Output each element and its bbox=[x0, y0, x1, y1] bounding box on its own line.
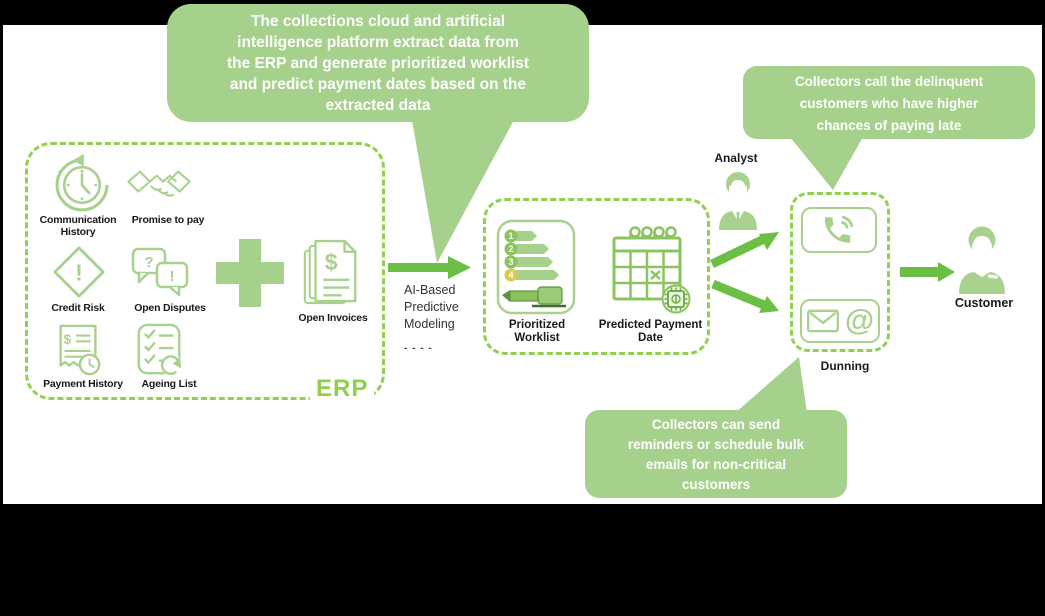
bubble-tail-right bbox=[790, 137, 863, 190]
payment-date-label: Predicted Payment Date bbox=[598, 319, 703, 344]
bubble-tail-bottom bbox=[735, 357, 807, 413]
erp-item-label: Ageing List bbox=[141, 378, 197, 390]
dunning-label: Dunning bbox=[820, 359, 870, 373]
callout-line: intelligence platform extract data from bbox=[237, 34, 519, 51]
erp-item-label: Promise to pay bbox=[131, 214, 205, 226]
erp-box-label: ERP bbox=[310, 375, 375, 403]
customer-label: Customer bbox=[954, 296, 1014, 310]
alert-diamond-icon: ! bbox=[53, 246, 105, 298]
phone-icon bbox=[824, 215, 854, 243]
erp-source-box: Communication History Promise to pay ! C… bbox=[25, 142, 385, 403]
dispute-question-glyph: ? bbox=[144, 254, 153, 271]
receipt-clock-icon: $ bbox=[59, 324, 101, 376]
callout-collectors-email: Collectors can send reminders or schedul… bbox=[585, 410, 847, 498]
phone-channel-button bbox=[801, 207, 877, 253]
ai-modeling-label: AI-Based Predictive Modeling bbox=[404, 282, 479, 333]
rank-number: 1 bbox=[508, 231, 513, 241]
clock-history-icon bbox=[55, 153, 109, 212]
callout-line: emails for non-critical bbox=[645, 457, 787, 472]
erp-item-label: Communication History bbox=[39, 214, 117, 238]
callout-line: extracted data bbox=[325, 97, 431, 114]
platform-output-box: 1 2 3 4 Prioritized Worklist bbox=[483, 198, 710, 355]
receipt-dollar-glyph: $ bbox=[64, 332, 72, 347]
invoice-dollar-glyph: $ bbox=[325, 249, 338, 275]
envelope-icon bbox=[806, 309, 839, 333]
dispute-exclaim-glyph: ! bbox=[170, 268, 175, 285]
worklist-label: Prioritized Worklist bbox=[508, 319, 566, 344]
callout-line: reminders or schedule bulk bbox=[627, 437, 805, 452]
ai-modeling-line: Modeling bbox=[404, 317, 455, 331]
callout-line: customers bbox=[681, 477, 751, 492]
rank-number: 4 bbox=[508, 270, 513, 280]
callout-collectors-call: Collectors call the delinquent customers… bbox=[743, 66, 1035, 139]
email-channel-button: @ bbox=[800, 299, 880, 343]
erp-to-platform-arrow bbox=[388, 256, 471, 279]
callout-line: Collectors call the delinquent bbox=[794, 74, 984, 89]
callout-line: customers who have higher bbox=[799, 96, 979, 111]
bubble-tail-top bbox=[412, 120, 514, 263]
predicted-payment-date-icon bbox=[612, 226, 691, 314]
callout-line: Collectors can send bbox=[651, 417, 781, 432]
plus-icon bbox=[216, 239, 284, 307]
analyst-label: Analyst bbox=[714, 151, 758, 165]
dunning-to-customer-arrow bbox=[900, 262, 955, 282]
risk-exclaim-glyph: ! bbox=[75, 260, 83, 286]
chat-dispute-icon: ? ! bbox=[131, 247, 189, 297]
at-sign-glyph: @ bbox=[844, 304, 875, 337]
ai-modeling-line: Predictive bbox=[404, 300, 459, 314]
callout-line: and predict payment dates based on the bbox=[229, 76, 527, 93]
dunning-box: @ bbox=[790, 192, 890, 352]
callout-line: The collections cloud and artificial bbox=[250, 13, 506, 30]
rank-number: 2 bbox=[508, 244, 513, 254]
rank-number: 3 bbox=[508, 257, 513, 267]
callout-line: the ERP and generate prioritized worklis… bbox=[226, 55, 530, 72]
callout-platform-description: The collections cloud and artificial int… bbox=[167, 4, 589, 122]
customer-icon bbox=[959, 226, 1005, 294]
platform-to-call-arrow bbox=[710, 232, 779, 269]
chip-icon bbox=[661, 284, 691, 314]
open-invoices-icon: $ bbox=[303, 239, 357, 305]
platform-to-email-arrow bbox=[711, 279, 779, 313]
erp-item-label: Payment History bbox=[43, 378, 123, 390]
open-invoices-label: Open Invoices bbox=[298, 312, 368, 324]
marker-pen bbox=[502, 286, 566, 308]
analyst-icon bbox=[719, 172, 757, 230]
handshake-icon bbox=[127, 170, 191, 197]
callout-line: chances of paying late bbox=[816, 118, 962, 133]
erp-item-label: Open Disputes bbox=[134, 302, 206, 314]
ai-modeling-line: AI-Based bbox=[404, 283, 456, 297]
checklist-refresh-icon bbox=[137, 323, 183, 377]
prioritized-worklist-icon: 1 2 3 4 bbox=[496, 219, 576, 315]
erp-item-label: Credit Risk bbox=[51, 302, 105, 314]
dash-mark: - - - - bbox=[404, 343, 433, 354]
